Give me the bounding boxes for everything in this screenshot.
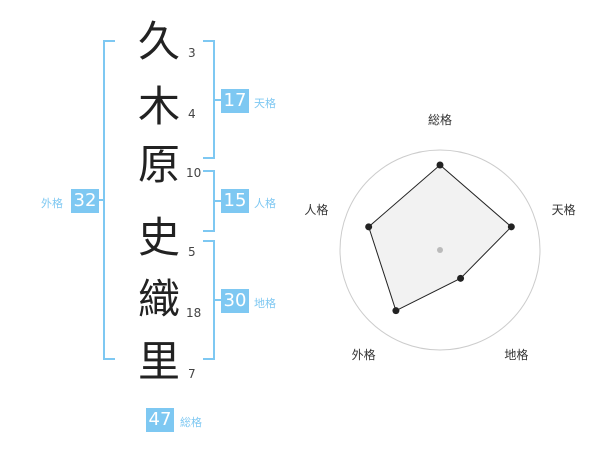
radar-point-5 — [365, 223, 373, 231]
chikaku-label: 地格 — [254, 297, 276, 310]
name-char-6: 里 — [137, 337, 180, 386]
chikaku-value: 30 — [221, 289, 249, 313]
tenkaku-value: 17 — [221, 89, 249, 113]
radar-axis-label: 地格 — [504, 347, 528, 362]
stroke-count-6: 7 — [188, 367, 196, 381]
radar-point-4 — [392, 307, 400, 315]
radar-axis-label: 天格 — [552, 202, 576, 217]
radar-center-dot — [437, 247, 443, 253]
radar-axis-label: 総格 — [428, 112, 452, 127]
radar-point-1 — [436, 161, 444, 169]
name-char-4: 史 — [137, 213, 180, 262]
radar-axis-label: 人格 — [304, 202, 328, 217]
radar-point-2 — [507, 223, 515, 231]
stroke-count-4: 5 — [188, 245, 196, 259]
radar-axis-label: 外格 — [352, 347, 376, 362]
jinkaku-bracket-tick — [213, 200, 223, 202]
gaikaku-label: 外格 — [41, 197, 63, 210]
gaikaku-bracket — [103, 40, 115, 360]
name-char-3: 原 — [137, 140, 180, 189]
stroke-count-5: 18 — [186, 306, 202, 320]
name-char-5: 織 — [137, 275, 180, 324]
soukaku-label: 総格 — [180, 416, 202, 429]
gaikaku-value: 32 — [71, 189, 99, 213]
stroke-count-2: 4 — [188, 107, 196, 121]
stroke-count-3: 10 — [186, 166, 202, 180]
stroke-count-1: 3 — [188, 46, 196, 60]
soukaku-value: 47 — [146, 408, 174, 432]
radar-points — [365, 161, 515, 315]
jinkaku-value: 15 — [221, 189, 249, 213]
jinkaku-label: 人格 — [254, 197, 276, 210]
name-char-2: 木 — [137, 82, 180, 131]
tenkaku-label: 天格 — [254, 97, 276, 110]
radar-point-3 — [457, 274, 465, 282]
name-char-1: 久 — [137, 17, 180, 66]
tenkaku-bracket-tick — [213, 99, 223, 101]
chikaku-bracket-tick — [213, 299, 223, 301]
radar-polygon — [368, 164, 513, 312]
